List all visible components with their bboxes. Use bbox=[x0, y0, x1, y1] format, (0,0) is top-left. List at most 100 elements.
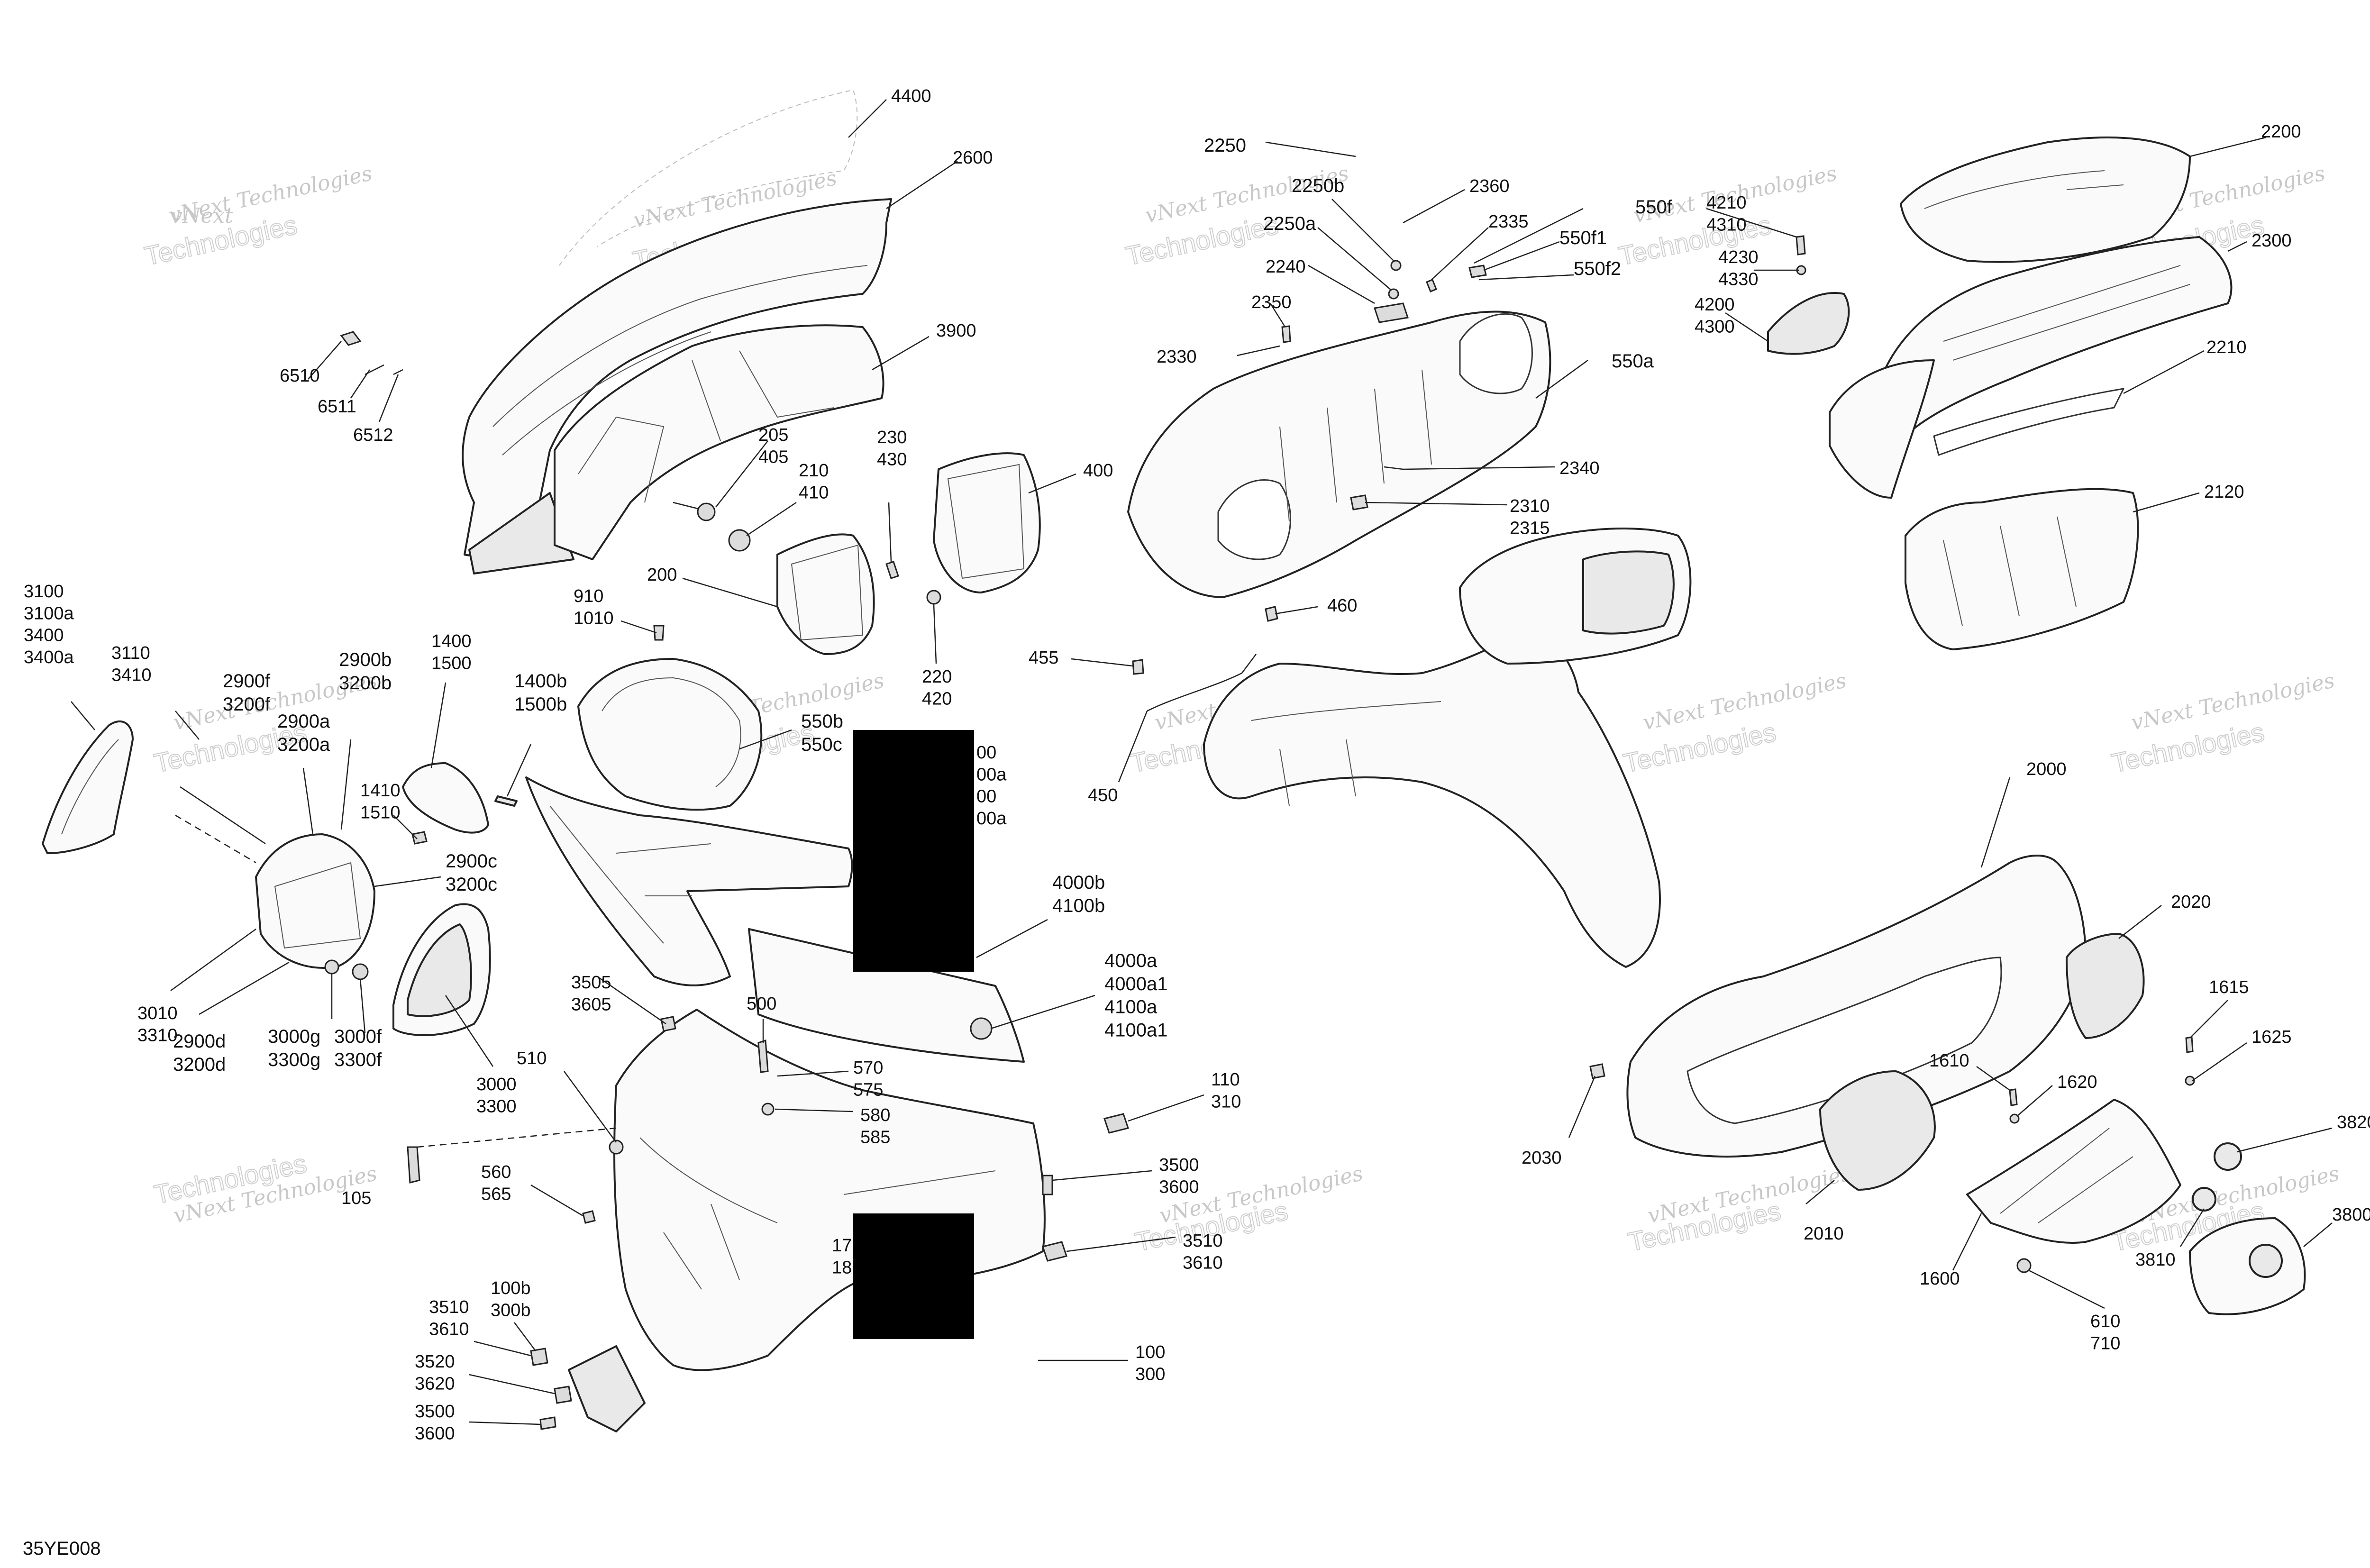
callout-label: 2030 bbox=[1522, 1148, 1562, 1168]
part-3510b-clip bbox=[530, 1348, 548, 1366]
part-110-nut-clip bbox=[1103, 1113, 1129, 1134]
callout-label: 2000 bbox=[2026, 759, 2067, 779]
callout-line: 455 bbox=[1029, 648, 1058, 668]
leader-2210 bbox=[2123, 350, 2205, 394]
part-455-screw bbox=[1132, 659, 1144, 675]
callout-line: 4300 bbox=[1695, 317, 1735, 337]
leader-4200 bbox=[1725, 312, 1768, 342]
callout-line: 3800 bbox=[2332, 1205, 2370, 1225]
callout-label: 105 bbox=[341, 1188, 371, 1208]
callout-line: 2900a bbox=[277, 711, 330, 732]
callout-label: 3820 bbox=[2337, 1112, 2370, 1132]
leader-3820 bbox=[2237, 1127, 2333, 1153]
callout-line: 2330 bbox=[1157, 347, 1197, 367]
callout-line: 585 bbox=[860, 1127, 890, 1147]
callout-line: 2010 bbox=[1804, 1224, 1844, 1244]
callout-label: 1610 bbox=[1929, 1051, 1969, 1071]
callout-line: 3510 bbox=[1183, 1231, 1223, 1251]
part-2310-clip bbox=[1350, 494, 1368, 511]
part-1600-detail bbox=[2000, 1128, 2133, 1223]
leader-560 bbox=[530, 1184, 583, 1217]
leader-2310 bbox=[1365, 501, 1508, 506]
callout-line: 310 bbox=[1211, 1092, 1241, 1112]
part-550b-bezel bbox=[577, 658, 763, 811]
part-105-dashed-link bbox=[417, 1127, 617, 1148]
part-6512-pin bbox=[393, 369, 403, 375]
leader-2030 bbox=[1568, 1076, 1596, 1138]
callout-line: 1500b bbox=[514, 694, 567, 715]
callout-line: 17 bbox=[832, 1236, 852, 1256]
callout-line: 00 bbox=[976, 787, 996, 807]
leader-2900a bbox=[302, 767, 314, 835]
callout-label: 550f2 bbox=[1574, 258, 1621, 279]
part-4000-detail bbox=[549, 805, 711, 944]
callout-line: 3410 bbox=[111, 665, 152, 685]
part-3500-screw bbox=[1042, 1175, 1053, 1195]
callout-line: 6511 bbox=[318, 397, 356, 417]
leader-3010 bbox=[170, 928, 256, 992]
leader-1620 bbox=[2016, 1085, 2053, 1117]
leader-210 bbox=[746, 501, 797, 537]
callout-line: 550f1 bbox=[1559, 228, 1607, 248]
callout-label: 2335 bbox=[1488, 212, 1529, 232]
leader-200 bbox=[682, 577, 778, 608]
callout-line: 2020 bbox=[2171, 892, 2211, 912]
part-400-detail bbox=[947, 464, 1025, 579]
leader-3800 bbox=[2303, 1222, 2333, 1247]
callout-line: 205 bbox=[758, 425, 788, 445]
leader-1400 bbox=[430, 682, 447, 768]
part-100-lower-fairing bbox=[613, 1009, 1046, 1371]
part-3800-switch-panel bbox=[2189, 1217, 2306, 1315]
callout-line: 3400a bbox=[24, 647, 74, 667]
leader-3500b bbox=[469, 1421, 541, 1425]
callout-line: 500 bbox=[747, 994, 776, 1014]
callout-line: 2600 bbox=[953, 148, 993, 168]
part-1400-turn-signal bbox=[402, 762, 489, 834]
callout-line: 4000a bbox=[1104, 950, 1158, 971]
leader-2900c bbox=[374, 876, 441, 887]
part-2030-clip bbox=[1589, 1063, 1605, 1079]
part-510-nut bbox=[609, 1140, 624, 1155]
part-2120-storage-bin bbox=[1905, 488, 2139, 650]
leader-2335 bbox=[1431, 227, 1489, 280]
part-2120-detail bbox=[1943, 516, 2077, 626]
callout-line: 1625 bbox=[2252, 1027, 2292, 1047]
part-550f1-clip bbox=[1468, 264, 1487, 278]
callout-line: 570 bbox=[853, 1058, 883, 1078]
callout-line: 300 bbox=[1135, 1364, 1165, 1384]
part-4000a-grommet bbox=[970, 1017, 993, 1040]
callout-label: 550a bbox=[1612, 351, 1654, 372]
callout-line: 4000b bbox=[1052, 872, 1105, 893]
callout-line: 18 bbox=[832, 1258, 852, 1277]
watermark-line1: vNext bbox=[171, 204, 233, 228]
leader-1600 bbox=[1952, 1213, 1982, 1271]
callout-line: 3900 bbox=[936, 321, 976, 341]
part-2300-upper-console bbox=[1876, 236, 2233, 437]
part-2340-rod bbox=[1384, 466, 1404, 470]
part-2200-detail bbox=[1924, 170, 2124, 209]
leader-6510 bbox=[308, 341, 342, 380]
part-105-clip bbox=[407, 1146, 420, 1184]
part-2020-speaker-grille bbox=[2066, 933, 2145, 1039]
callout-line: 400 bbox=[1083, 461, 1113, 481]
callout-line: 2300 bbox=[2252, 231, 2292, 251]
callout-label: 2350 bbox=[1251, 292, 1292, 312]
callout-line: 2335 bbox=[1488, 212, 1529, 232]
callout-line: 3200b bbox=[339, 673, 392, 693]
part-400-headlight-housing bbox=[933, 452, 1041, 593]
callout-line: 3820 bbox=[2337, 1112, 2370, 1132]
part-230-screw bbox=[885, 561, 899, 579]
callout-line: 3605 bbox=[571, 994, 611, 1014]
callout-label: 3900 bbox=[936, 321, 976, 341]
